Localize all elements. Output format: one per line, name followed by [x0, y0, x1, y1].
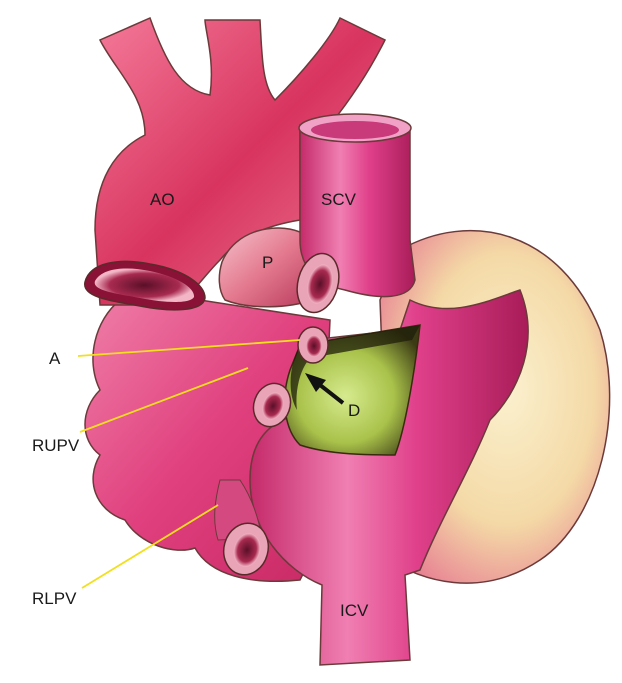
- label-scv: SCV: [321, 190, 357, 209]
- label-rlpv: RLPV: [32, 589, 77, 608]
- label-ao: AO: [150, 190, 175, 209]
- label-a: A: [49, 349, 61, 368]
- label-rupv: RUPV: [32, 436, 80, 455]
- label-icv: ICV: [340, 601, 369, 620]
- opening-a: [298, 327, 328, 363]
- label-p: P: [262, 253, 273, 272]
- label-d: D: [348, 401, 360, 420]
- scv-lumen: [311, 121, 399, 139]
